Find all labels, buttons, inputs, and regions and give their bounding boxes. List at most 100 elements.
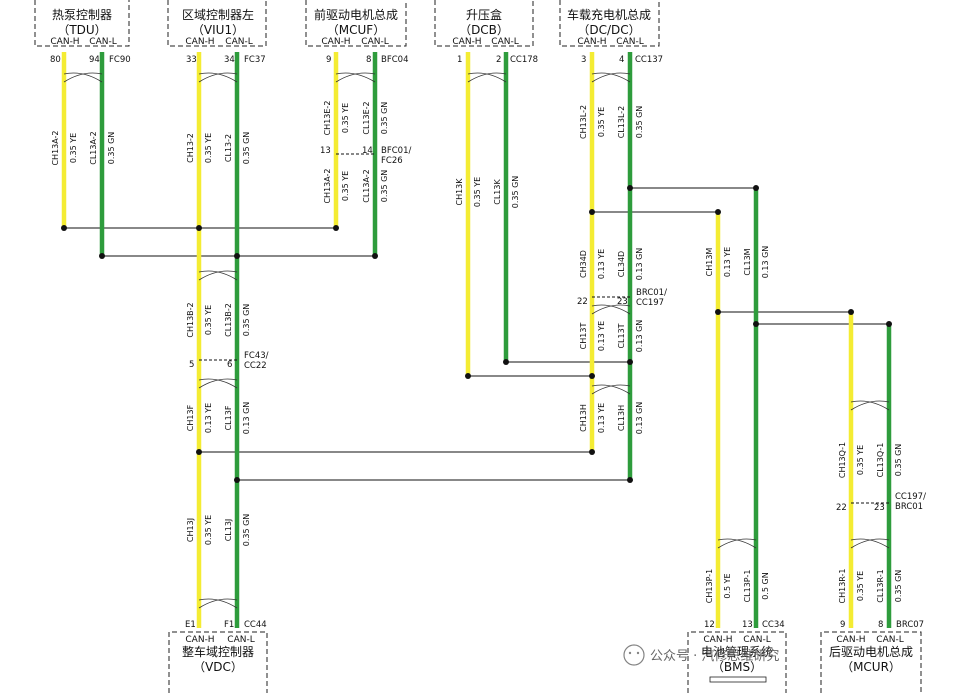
wire-id-label: CH13A-2 xyxy=(323,168,332,203)
can-h-label: CAN-H xyxy=(703,635,732,645)
wechat-icon-eye xyxy=(628,651,632,655)
pin-number: 34 xyxy=(224,55,235,65)
ecu-code: （MCUF） xyxy=(327,23,385,37)
wire-id-label: CH13E-2 xyxy=(323,101,332,136)
can-l-label: CAN-L xyxy=(225,37,252,47)
connector-code: FC90 xyxy=(109,55,131,65)
wire-spec-label: 0.35 GN xyxy=(380,170,389,203)
wire-spec-label: 0.35 GN xyxy=(380,102,389,135)
twist-symbol xyxy=(591,304,631,315)
wire-id-label: CH13J xyxy=(186,518,195,542)
connector-code: BRC07 xyxy=(896,620,924,630)
ecu-name: 前驱动电机总成 xyxy=(314,7,398,22)
pin-number: 94 xyxy=(89,55,100,65)
junction-node xyxy=(589,449,595,455)
inline-connector-viu: 5 6 FC43/ CC22 xyxy=(189,351,269,371)
can-h-label: CAN-H xyxy=(50,37,79,47)
junction-node xyxy=(333,225,339,231)
wire-id-label: CH13P-1 xyxy=(705,569,714,603)
wire-id-label: CL13K xyxy=(493,179,502,205)
wire-id-label: CH13A-2 xyxy=(51,130,60,165)
connector-code: BRC01 xyxy=(895,502,923,512)
connector-code: BFC04 xyxy=(381,55,408,65)
ecu-code: （MCUR） xyxy=(841,660,901,674)
ecu-name: 整车域控制器 xyxy=(182,644,254,659)
wire-id-label: CH13R-1 xyxy=(838,569,847,604)
junction-node xyxy=(627,359,633,365)
ecu-mcur: 9 8 BRC07 CAN-H CAN-L 后驱动电机总成 （MCUR） xyxy=(820,620,924,693)
pin-number: 23 xyxy=(874,503,885,513)
twist-symbol xyxy=(850,400,890,411)
wire-id-label: CL13T xyxy=(617,323,626,348)
wire-spec-label: 0.35 GN xyxy=(511,176,520,209)
wire-spec-label: 0.35 GN xyxy=(242,132,251,165)
wire-spec-label: 0.35 YE xyxy=(473,177,482,207)
wire-spec-label: 0.35 YE xyxy=(597,107,606,137)
wire-spec-label: 0.13 YE xyxy=(723,247,732,277)
wire-spec-label: 0.13 GN xyxy=(761,246,770,279)
pin-number: 14 xyxy=(362,146,373,156)
junction-node xyxy=(627,185,633,191)
ecu-code: （VIU1） xyxy=(192,23,244,37)
junction-node xyxy=(99,253,105,259)
wire-id-label: CL34D xyxy=(617,251,626,277)
inline-connector-dcdc: 22 23 BRC01/ CC197 xyxy=(577,288,667,308)
pin-number: 8 xyxy=(878,620,883,630)
wire-id-label: CL13P-1 xyxy=(743,570,752,603)
wire-id-label: CL13A-2 xyxy=(89,131,98,165)
wire-id-label: CH13T xyxy=(579,323,588,350)
ecu-mcuf: 前驱动电机总成 （MCUF） CAN-H CAN-L xyxy=(305,0,407,47)
wire-spec-label: 0.5 GN xyxy=(761,572,770,599)
ecu-code: （DC/DC） xyxy=(577,23,640,37)
junction-node xyxy=(886,321,892,327)
ecu-name: 车载充电机总成 xyxy=(567,7,651,22)
ecu-viu1: 区域控制器左 （VIU1） CAN-H CAN-L xyxy=(167,0,267,47)
wire-spec-label: 0.35 GN xyxy=(894,570,903,603)
wire-id-label: CH13M xyxy=(705,248,714,277)
twist-symbol xyxy=(198,378,238,389)
wire-id-label: CL13Q-1 xyxy=(876,443,885,478)
twist-symbol xyxy=(198,598,238,609)
twist-symbol xyxy=(63,72,103,83)
wire-spec-label: 0.35 GN xyxy=(635,106,644,139)
junction-node xyxy=(372,253,378,259)
can-h-label: CAN-H xyxy=(321,37,350,47)
junction-node xyxy=(627,477,633,483)
ecu-tdu: 热泵控制器 （TDU） CAN-H CAN-L xyxy=(34,0,130,47)
ecu-dcdc: 车载充电机总成 （DC/DC） CAN-H CAN-L xyxy=(559,0,660,47)
wire-spec-label: 0.35 YE xyxy=(69,133,78,163)
wire-spec-label: 0.35 GN xyxy=(107,132,116,165)
wire-id-label: CH34D xyxy=(579,250,588,278)
pin-number: 2 xyxy=(496,55,501,65)
wechat-icon-eye xyxy=(636,651,640,655)
connector-code: FC26 xyxy=(381,156,403,166)
pin-number: 9 xyxy=(840,620,845,630)
wire-spec-label: 0.35 YE xyxy=(204,515,213,545)
wire-id-label: CH13L-2 xyxy=(579,105,588,139)
pin-number: 8 xyxy=(366,55,371,65)
connector-code: BFC01/ xyxy=(381,146,411,156)
pin-number: 12 xyxy=(704,620,715,630)
wire-id-label: CL13E-2 xyxy=(362,101,371,134)
watermark-text: 公众号 · 汽修思维研究 xyxy=(650,649,779,664)
twisted-pair-symbols xyxy=(63,72,890,609)
junction-node xyxy=(589,373,595,379)
wire-id-label: CH13F xyxy=(186,404,195,431)
pin-number: 13 xyxy=(742,620,753,630)
twist-symbol xyxy=(850,538,890,549)
pin-number: 22 xyxy=(836,503,847,513)
wire-spec-label: 0.13 GN xyxy=(635,320,644,353)
can-l-label: CAN-L xyxy=(743,635,770,645)
junction-node xyxy=(715,309,721,315)
can-l-label: CAN-L xyxy=(361,37,388,47)
connector-code: CC22 xyxy=(244,361,267,371)
connector-code: CC178 xyxy=(510,55,538,65)
junction-node xyxy=(589,209,595,215)
wire-id-label: CH13Q-1 xyxy=(838,442,847,478)
wire-id-label: CL13R-1 xyxy=(876,569,885,602)
wire-id-label: CL13A-2 xyxy=(362,169,371,203)
connector-code: CC34 xyxy=(762,620,785,630)
junction-node xyxy=(196,449,202,455)
ecu-bms: 12 13 CC34 CAN-H CAN-L 电池管理系统 （BMS） xyxy=(687,620,787,693)
wire-spec-label: 0.13 YE xyxy=(597,249,606,279)
